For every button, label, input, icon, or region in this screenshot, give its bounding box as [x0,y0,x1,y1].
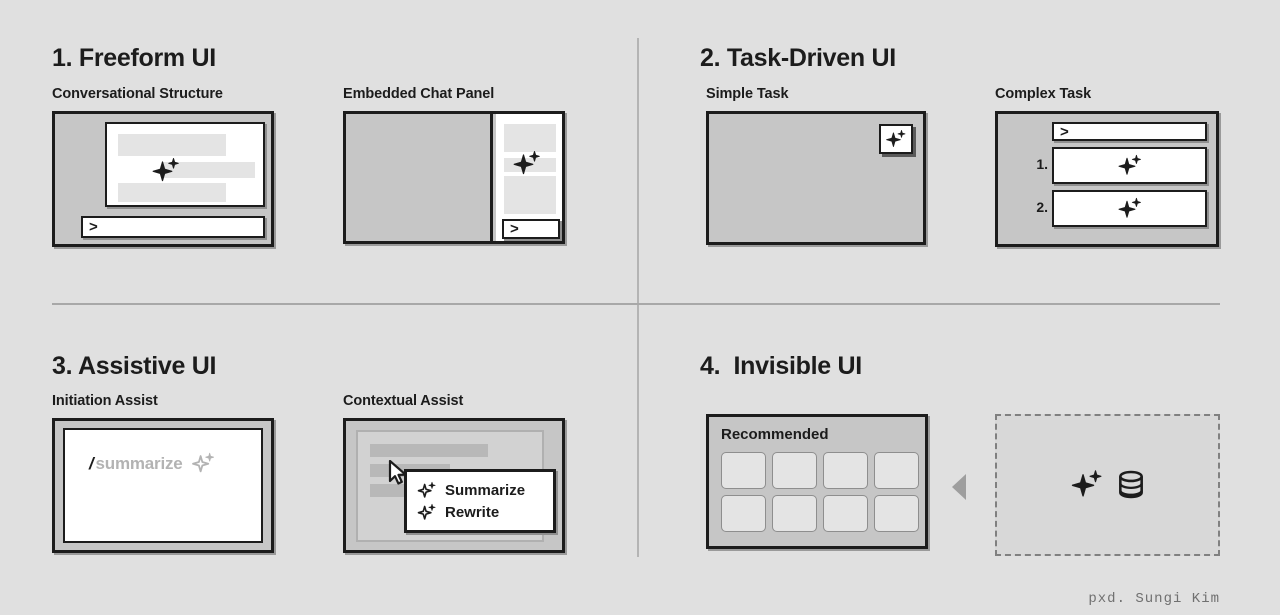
recommendation-card[interactable] [874,495,919,532]
device-frame-complex-task: > 1. 2. [995,111,1219,247]
recommendation-card[interactable] [721,452,766,489]
ai-action-button[interactable] [879,124,913,154]
panel-label-simple-task: Simple Task [706,86,789,102]
panel-simple-task: Simple Task [706,86,926,245]
prompt-input-bar[interactable]: > [502,219,560,239]
context-menu-item-rewrite[interactable]: Rewrite [417,503,553,522]
menu-item-label: Rewrite [445,503,500,521]
task-step-card[interactable] [1052,190,1207,227]
chat-side-panel: > [496,114,562,241]
flow-arrow-left-icon [952,474,966,500]
device-frame-contextual-assist: Summarize Rewrite [343,418,565,553]
chat-bubble [504,176,556,214]
step-number: 2. [1036,199,1048,215]
quadrant-title-1: 1. Freeform UI [52,44,216,72]
prompt-input-bar[interactable]: > [1052,122,1207,141]
horizontal-divider [52,303,1220,305]
recommendation-card[interactable] [772,495,817,532]
sparkle-icon [417,481,437,500]
sparkle-icon [417,503,437,522]
chat-bubble [163,162,255,178]
panel-embedded-chat: Embedded Chat Panel > [343,86,565,244]
panel-complex-task: Complex Task > 1. 2. [995,86,1219,247]
text-line [370,444,488,457]
recommendation-card[interactable] [823,495,868,532]
panel-label-contextual-assist: Contextual Assist [343,393,464,409]
sparkle-icon [1117,154,1143,178]
quadrant-assistive-ui: 3. Assistive UI [52,352,216,381]
recommendation-card[interactable] [772,452,817,489]
recommendation-card[interactable] [874,452,919,489]
panel-recommended: Recommended [706,414,928,549]
panel-conversational-structure: Conversational Structure > [52,86,274,247]
text-line [370,484,412,497]
quadrant-invisible-ui: 4. Invisible UI [700,352,862,381]
recommendation-grid [721,452,919,532]
sparkle-icon [885,129,907,150]
chat-bubble [504,124,556,152]
quadrant-title-3: 3. Assistive UI [52,352,217,380]
panel-label-initiation-assist: Initiation Assist [52,393,158,409]
invisible-ai-backend-box [995,414,1220,556]
panel-contextual-assist: Contextual Assist [343,393,565,553]
device-frame-simple-task [706,111,926,245]
device-frame-conversational-structure: > [52,111,274,247]
sparkle-icon [1117,197,1143,221]
sparkle-icon [151,157,181,185]
chat-transcript-area [105,122,265,207]
slash-prefix: / [89,453,94,473]
prompt-chevron-icon: > [1060,123,1069,140]
context-menu: Summarize Rewrite [404,469,556,533]
chat-bubble [118,134,226,156]
device-frame-recommended: Recommended [706,414,928,549]
prompt-chevron-icon: > [89,218,98,236]
prompt-input-bar[interactable]: > [81,216,265,238]
document-editor[interactable]: / summarize [63,428,263,543]
device-frame-initiation-assist: / summarize [52,418,274,553]
database-icon [1116,469,1146,501]
credit-text: pxd. Sungi Kim [1088,591,1220,607]
quadrant-title-4: 4. Invisible UI [700,352,862,380]
quadrant-task-driven-ui: 2. Task-Driven UI [700,44,896,73]
vertical-divider [637,38,639,557]
slash-command-line: / summarize [89,452,216,475]
device-frame-embedded-chat: > [343,111,565,244]
context-menu-item-summarize[interactable]: Summarize [417,481,553,500]
recommendation-card[interactable] [823,452,868,489]
panel-label-complex-task: Complex Task [995,86,1092,102]
panel-label-conversational-structure: Conversational Structure [52,86,223,102]
quadrant-freeform-ui: 1. Freeform UI [52,44,216,73]
recommendation-card[interactable] [721,495,766,532]
sparkle-icon [1070,469,1104,501]
slash-command-text: summarize [95,453,183,473]
chat-bubble [118,183,226,202]
recommended-heading: Recommended [721,426,829,443]
quadrant-title-2: 2. Task-Driven UI [700,44,896,72]
main-content-canvas [346,114,493,241]
task-step-card[interactable] [1052,147,1207,184]
panel-initiation-assist: Initiation Assist / summarize [52,393,274,553]
sparkle-icon [512,150,542,178]
menu-item-label: Summarize [445,481,526,499]
panel-label-embedded-chat-panel: Embedded Chat Panel [343,86,495,102]
step-number: 1. [1036,156,1048,172]
sparkle-icon [191,452,216,475]
prompt-chevron-icon: > [510,220,519,238]
